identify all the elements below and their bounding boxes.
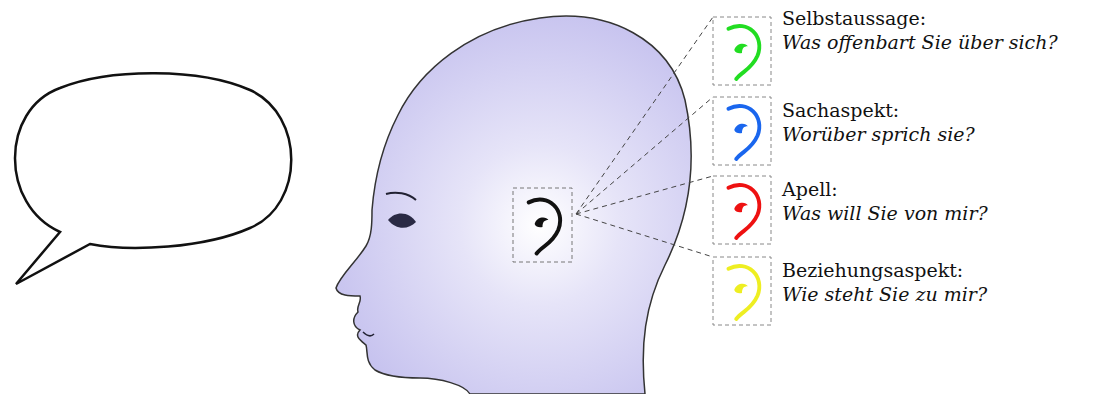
leader-lines	[576, 17, 713, 257]
eye	[388, 213, 416, 227]
aspect-heading: Selbstaussage:	[782, 6, 926, 30]
mouth	[363, 332, 374, 336]
ear-blue	[728, 106, 759, 159]
head-profile	[336, 16, 691, 394]
aspect-question: Worüber sprich sie?	[782, 122, 975, 146]
aspect-question: Was will Sie von mir?	[782, 201, 988, 225]
ear-frames	[713, 17, 771, 325]
ear-green	[728, 26, 759, 79]
aspect-question: Wie steht Sie zu mir?	[782, 282, 987, 306]
ear-frame	[513, 188, 572, 262]
speech-bubble	[15, 73, 291, 284]
ear-yellow	[728, 266, 759, 319]
aspect-heading: Apell:	[782, 177, 838, 201]
eyebrow	[386, 193, 416, 200]
aspect-heading: Sachaspekt:	[782, 98, 899, 122]
ear-red	[728, 185, 759, 238]
aspect-heading: Beziehungsaspekt:	[782, 258, 963, 282]
aspect-question: Was offenbart Sie über sich?	[782, 30, 1058, 54]
ear	[529, 200, 560, 254]
